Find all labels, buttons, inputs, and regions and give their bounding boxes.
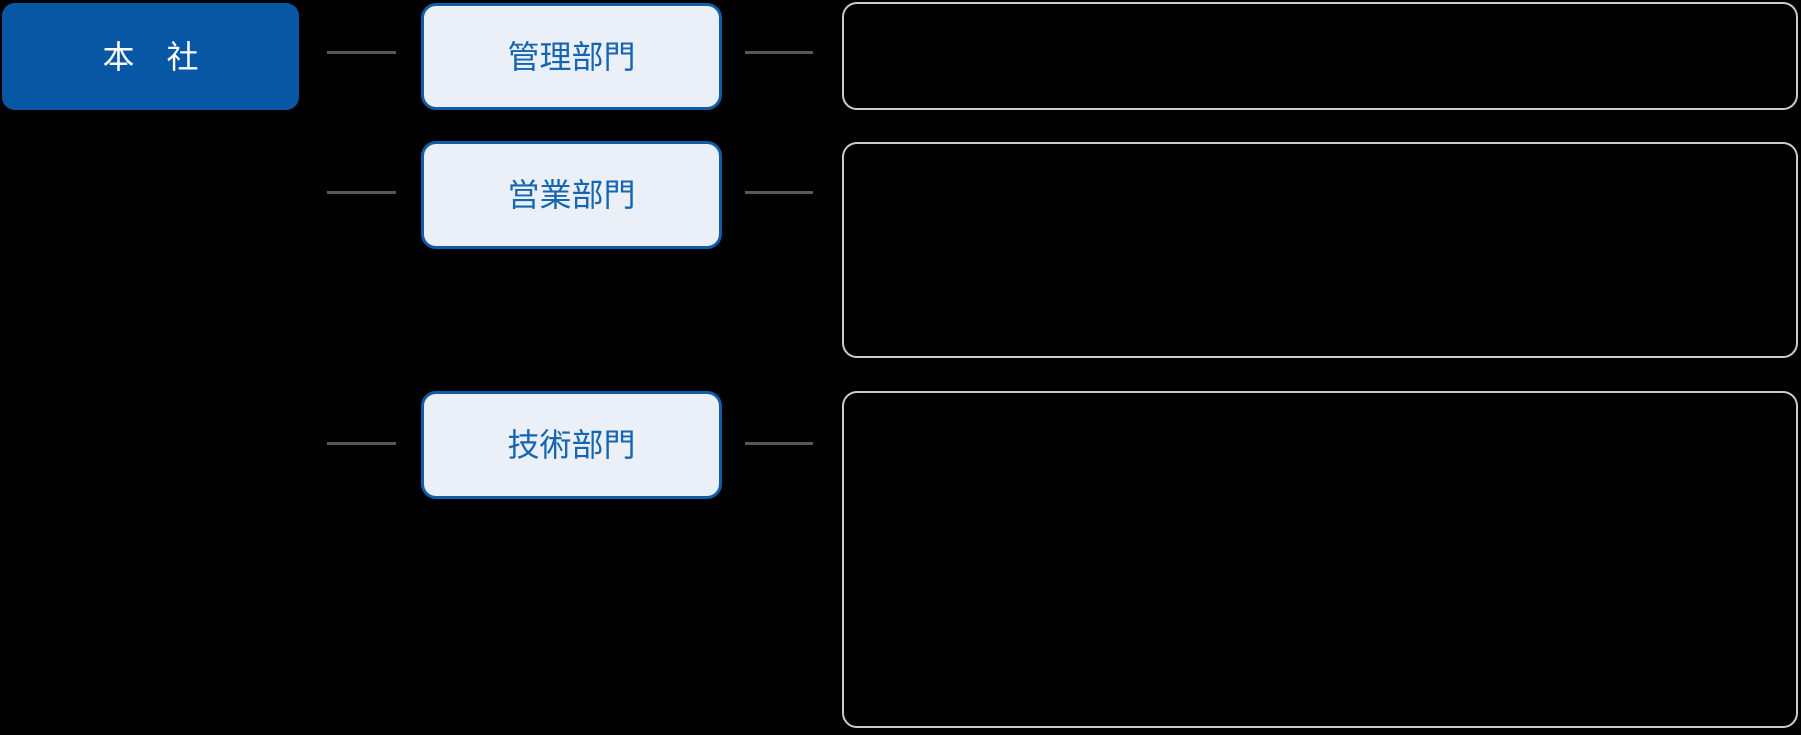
department-node-engineering: 技術部門 — [421, 391, 722, 499]
connector-engineering-panel — [745, 442, 813, 445]
headquarters-node: 本 社 — [2, 3, 299, 110]
department-node-admin: 管理部門 — [421, 3, 722, 110]
detail-panel-engineering — [842, 391, 1798, 728]
connector-hq-sales — [327, 191, 396, 194]
department-label-sales: 営業部門 — [507, 177, 636, 213]
department-label-engineering: 技術部門 — [507, 427, 636, 463]
headquarters-label: 本 社 — [102, 38, 199, 75]
detail-panel-admin — [842, 2, 1798, 110]
connector-hq-admin — [327, 51, 396, 54]
department-node-sales: 営業部門 — [421, 141, 722, 249]
connector-sales-panel — [745, 191, 813, 194]
detail-panel-sales — [842, 142, 1798, 358]
connector-admin-panel — [745, 51, 813, 54]
connector-hq-engineering — [327, 442, 396, 445]
department-label-admin: 管理部門 — [507, 38, 636, 75]
